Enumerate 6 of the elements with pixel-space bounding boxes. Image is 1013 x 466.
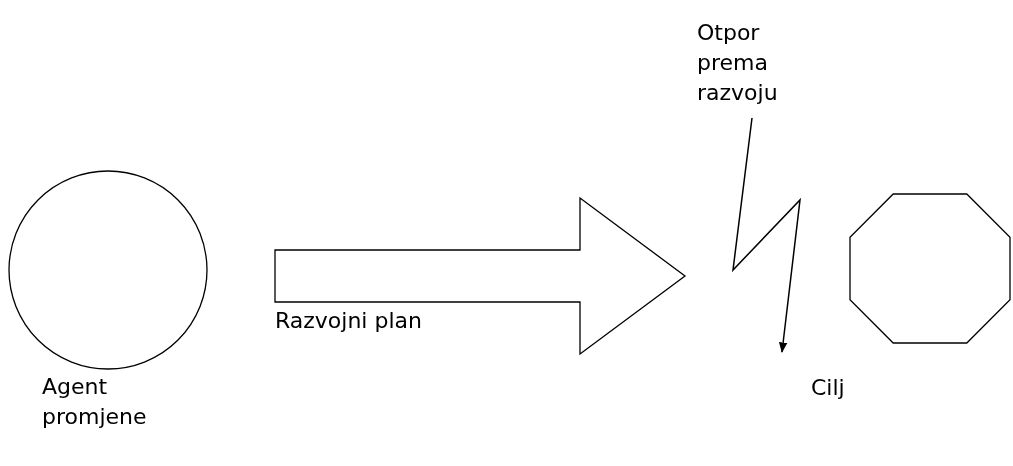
note-text: Otpor prema razvoju: [697, 19, 779, 107]
arrow: [731, 117, 801, 354]
shape-label: Cilj: [811, 374, 846, 402]
block-arrow: [274, 196, 687, 356]
shape-label: Agent promjene: [42, 373, 148, 431]
edge-label: Razvojni plan: [275, 307, 422, 335]
